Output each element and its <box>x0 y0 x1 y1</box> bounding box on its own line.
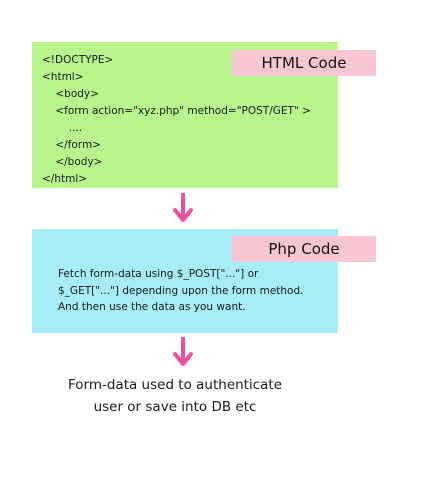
code-line: </form> <box>42 139 101 151</box>
code-line: .... <box>42 122 83 134</box>
down-arrow-icon <box>173 193 193 222</box>
result-line: user or save into DB etc <box>93 399 257 415</box>
php-description: Fetch form-data using $_POST["..."] or $… <box>58 266 333 316</box>
php-description-line: And then use the data as you want. <box>58 301 246 313</box>
code-line: <form action="xyz.php" method="POST/GET"… <box>42 105 311 117</box>
code-line: <html> <box>42 71 84 83</box>
php-description-line: $_GET["..."] depending upon the form met… <box>58 284 304 297</box>
php-description-line: Fetch form-data using $_POST["..."] or <box>58 268 259 280</box>
php-code-tag: Php Code <box>232 236 376 262</box>
code-line: </html> <box>42 173 88 185</box>
result-text: Form-data used to authenticate user or s… <box>20 374 330 418</box>
html-code-lines: <!DOCTYPE> <html> <body> <form action="x… <box>42 52 311 188</box>
code-line: <!DOCTYPE> <box>42 54 114 66</box>
code-line: <body> <box>42 88 99 100</box>
result-line: Form-data used to authenticate <box>67 377 283 393</box>
code-line: </body> <box>42 156 103 168</box>
down-arrow-icon <box>173 337 193 366</box>
html-code-tag: HTML Code <box>232 50 376 76</box>
